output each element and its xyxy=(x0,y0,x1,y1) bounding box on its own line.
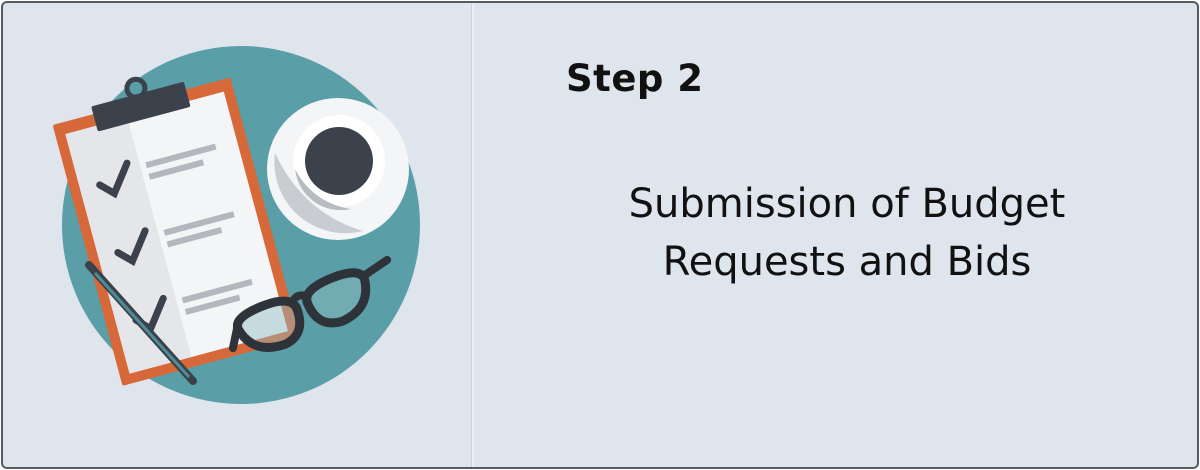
step-title: Step 2 xyxy=(566,57,704,100)
step-description: Submission of Budget Requests and Bids xyxy=(563,175,1131,291)
step-description-line-1: Submission of Budget xyxy=(628,181,1066,227)
pencil-icon xyxy=(85,261,197,385)
clipboard-checklist-icon xyxy=(53,76,300,386)
step-description-line-2: Requests and Bids xyxy=(662,239,1032,285)
eyeglasses-icon xyxy=(228,255,392,353)
checklist-illustration xyxy=(53,46,420,404)
panel-divider xyxy=(471,3,474,467)
coffee-cup-icon xyxy=(267,98,409,240)
